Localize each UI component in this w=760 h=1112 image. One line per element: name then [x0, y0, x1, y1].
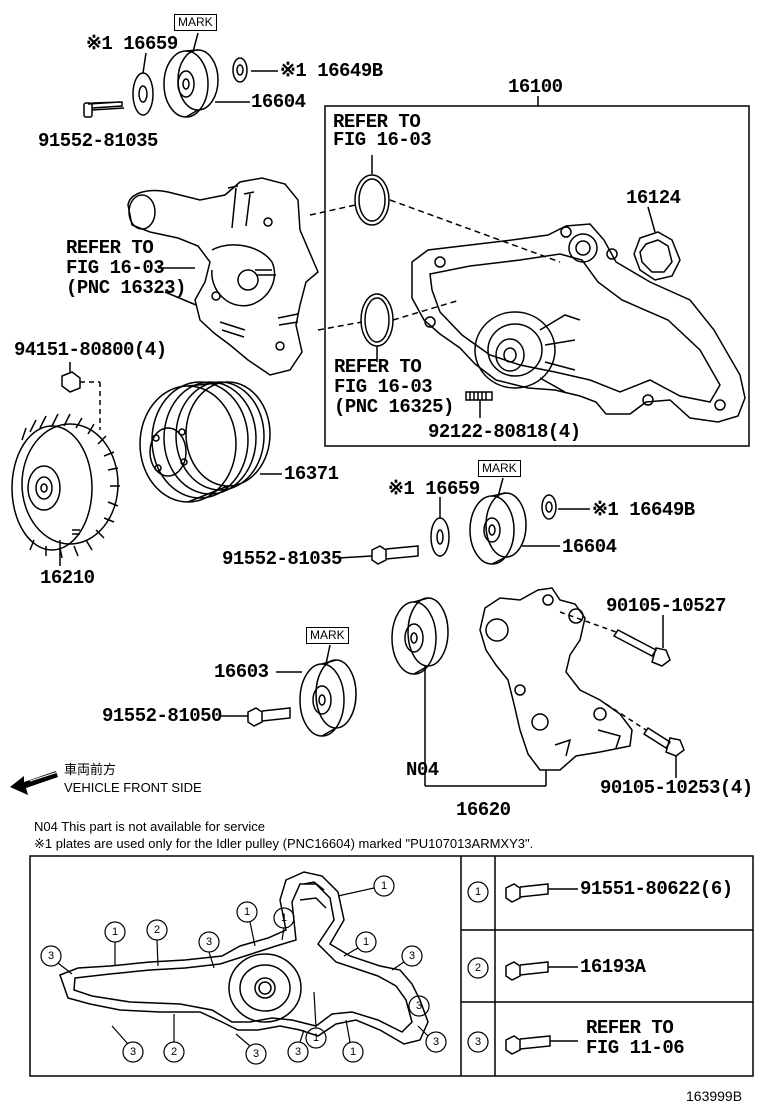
gasket-16124: [633, 231, 681, 281]
front-side-jp: 車両前方: [64, 762, 117, 777]
label-16649b-mid: ※1 16649B: [592, 499, 695, 521]
label-16649b-top: ※1 16649B: [280, 60, 383, 82]
front-side-en: VEHICLE FRONT SIDE: [64, 780, 202, 795]
idler-pulley-16603: [299, 659, 357, 737]
label-92122-80818: 92122-80818(4): [428, 421, 581, 443]
label-16620: 16620: [456, 799, 511, 821]
mark-tag-low: MARK: [306, 627, 349, 644]
label-n04: N04: [406, 759, 439, 781]
legend-text-refer-line2: FIG 11-06: [586, 1037, 685, 1059]
legend-text-16193a: 16193A: [580, 956, 646, 978]
legend-text-refer-line1: REFER TO: [586, 1017, 674, 1039]
callout-inset: 2: [153, 924, 161, 936]
fan-clutch-16210: [11, 413, 120, 559]
plate-16649b-top: [232, 57, 248, 83]
callout-inset: 1: [243, 906, 251, 918]
label-16604-mid: 16604: [562, 536, 617, 558]
label-94151-80800: 94151-80800(4): [14, 339, 167, 361]
stud-92122: [465, 391, 493, 401]
o-ring-upper: [354, 174, 390, 226]
legend-number: 3: [474, 1036, 482, 1048]
idler-pulley-16604-mid: [469, 492, 527, 565]
bolt-90105-10527: [612, 629, 671, 667]
label-90105-10253: 90105-10253(4): [600, 777, 753, 799]
label-refer-b-line1: REFER TO: [66, 237, 154, 259]
callout-inset: 3: [294, 1046, 302, 1058]
label-refer-a-line2: FIG 16-03: [333, 129, 432, 151]
label-refer-b-line2: FIG 16-03: [66, 257, 165, 279]
label-16604-top: 16604: [251, 91, 306, 113]
callout-inset: 1: [111, 926, 119, 938]
assembly-16100-box: [324, 105, 750, 447]
nut-94151: [61, 371, 81, 393]
label-refer-b-line3: (PNC 16323): [66, 277, 186, 299]
figure-id: 163999B: [686, 1088, 743, 1104]
legend-bolt-91551: [505, 883, 578, 903]
bracket-16620: [479, 587, 633, 771]
callout-inset: 1: [362, 936, 370, 948]
idler-pulley-16604-top: [163, 49, 219, 118]
label-16371: 16371: [284, 463, 339, 485]
legend-bolt-16193a: [505, 961, 578, 981]
callout-inset: 1: [312, 1032, 320, 1044]
label-refer-a-line1: REFER TO: [333, 111, 421, 133]
gasket-inset-drawing: [59, 871, 429, 1045]
label-91552-81035-mid: 91552-81035: [222, 548, 342, 570]
o-ring-lower: [360, 293, 394, 347]
plate-16659-mid: [430, 517, 450, 557]
legend-text-91551: 91551-80622(6): [580, 878, 733, 900]
label-16210: 16210: [40, 567, 95, 589]
label-16603: 16603: [214, 661, 269, 683]
callout-inset: 3: [408, 950, 416, 962]
water-inlet-housing: [127, 177, 319, 376]
plate-16659-top: [132, 72, 154, 116]
label-refer-c-line3: (PNC 16325): [334, 396, 454, 418]
label-91552-81035-top: 91552-81035: [38, 130, 158, 152]
callout-inset: 3: [205, 936, 213, 948]
legend-number: 1: [474, 886, 482, 898]
callout-inset: 1: [380, 880, 388, 892]
callout-inset: 3: [129, 1046, 137, 1058]
bolt-91552-81035-top: [83, 101, 125, 118]
callout-inset: 3: [47, 950, 55, 962]
callout-inset: 1: [349, 1046, 357, 1058]
label-91552-81050: 91552-81050: [102, 705, 222, 727]
bolt-91552-81050: [247, 707, 291, 727]
callout-inset: 3: [415, 1000, 423, 1012]
gasket-inset-box: [29, 855, 754, 1077]
legend-number-circles: [467, 881, 489, 1053]
label-refer-c-line1: REFER TO: [334, 356, 422, 378]
mark-tag-top: MARK: [174, 14, 217, 31]
label-90105-10527: 90105-10527: [606, 595, 726, 617]
vehicle-front-arrow-icon: [10, 771, 61, 795]
label-refer-c-line2: FIG 16-03: [334, 376, 433, 398]
note-n04: N04 This part is not available for servi…: [34, 819, 265, 834]
callout-inset: 3: [252, 1048, 260, 1060]
plate-16649b-mid: [541, 494, 557, 520]
label-16124: 16124: [626, 187, 681, 209]
water-pump-body: [411, 223, 746, 423]
bolt-91552-81035-mid: [371, 545, 419, 565]
label-16100: 16100: [508, 76, 563, 98]
bolt-90105-10253: [642, 726, 685, 757]
callout-inset: 1: [280, 912, 288, 924]
idler-pulley-n04: [391, 597, 449, 675]
callout-inset: 2: [170, 1046, 178, 1058]
legend-bolt-refer: [505, 1035, 578, 1055]
note-plates: ※1 plates are used only for the Idler pu…: [34, 836, 534, 851]
fan-pulley-16371: [139, 381, 271, 503]
label-16659-mid: ※1 16659: [388, 478, 480, 500]
legend-number: 2: [474, 962, 482, 974]
inset-callout-circles: [40, 875, 447, 1065]
callout-inset: 3: [432, 1036, 440, 1048]
label-16659-top: ※1 16659: [86, 33, 178, 55]
mark-tag-mid: MARK: [478, 460, 521, 477]
